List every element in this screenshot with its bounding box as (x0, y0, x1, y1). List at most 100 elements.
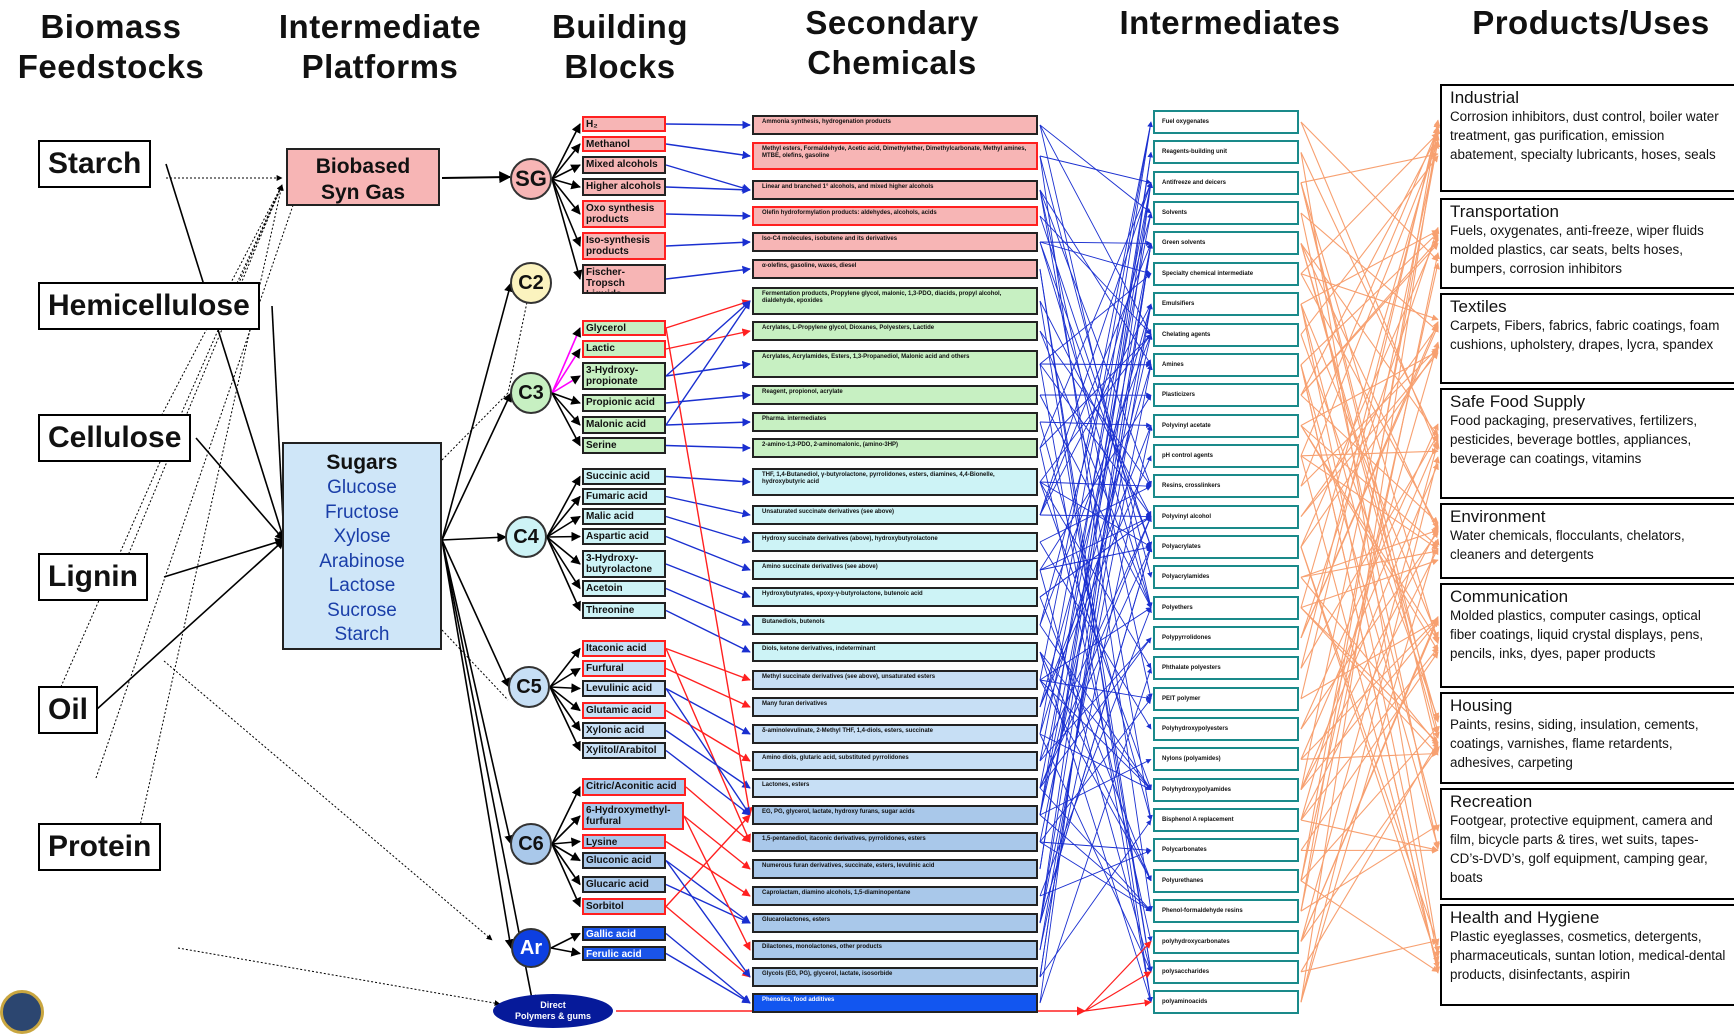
secondary-chemical-2: Methyl esters, Formaldehyde, Acetic acid… (752, 142, 1038, 170)
node-c5: C5 (508, 666, 550, 708)
product-title: Industrial (1450, 89, 1726, 107)
building-block-iso-synthesis-products: Iso-synthesis products (582, 232, 666, 260)
secondary-chemical-22: δ-aminolevulinate, 2-Methyl THF, 1,4-dio… (752, 724, 1038, 744)
secondary-chemical-27: Numerous furan derivatives, succinate, e… (752, 859, 1038, 879)
building-block-higher-alcohols: Higher alcohols (582, 178, 666, 196)
building-block-mixed-alcohols: Mixed alcohols (582, 156, 666, 174)
header-biomass-feedstocks: Biomass Feedstocks (6, 7, 216, 87)
product-title: Textiles (1450, 298, 1726, 316)
building-block-glutamic-acid: Glutamic acid (582, 702, 666, 719)
product-title: Transportation (1450, 203, 1726, 221)
secondary-chemical-24: Lactones, esters (752, 778, 1038, 798)
secondary-chemical-9: Acrylates, Acrylamides, Esters, 1,3-Prop… (752, 350, 1038, 378)
secondary-chemical-23: Amino diols, glutaric acid, substituted … (752, 751, 1038, 771)
secondary-chemical-4: Olefin hydroformylation products: aldehy… (752, 206, 1038, 226)
intermediate-plasticizers: Plasticizers (1153, 383, 1299, 407)
building-block-fischer-tropsch-liquids: Fischer-Tropsch Liquids (582, 264, 666, 294)
secondary-chemical-14: Unsaturated succinate derivatives (see a… (752, 505, 1038, 525)
node-direct-polymers: Direct Polymers & gums (493, 994, 613, 1028)
product-description: Carpets, Fibers, fabrics, fabric coating… (1450, 316, 1726, 354)
secondary-chemical-3: Linear and branched 1° alcohols, and mix… (752, 180, 1038, 200)
building-block-3-hydroxy-propionate: 3-Hydroxy-propionate (582, 362, 666, 390)
building-block-fumaric-acid: Fumaric acid (582, 488, 666, 505)
agency-seal-icon (0, 990, 44, 1034)
product-title: Communication (1450, 588, 1726, 606)
header-intermediates: Intermediates (1095, 3, 1365, 43)
intermediate-emulsifiers: Emulsifiers (1153, 292, 1299, 316)
building-block-gallic-acid: Gallic acid (582, 926, 666, 941)
secondary-chemical-28: Caprolactam, diamino alcohols, 1,5-diami… (752, 886, 1038, 906)
building-block-aspartic-acid: Aspartic acid (582, 528, 666, 545)
intermediate-bisphenol-a-replacement: Bisphenol A replacement (1153, 808, 1299, 832)
intermediate-antifreeze-and-deicers: Antifreeze and deicers (1153, 171, 1299, 195)
intermediate-green-solvents: Green solvents (1153, 231, 1299, 255)
intermediate-polyaminoacids: polyaminoacids (1153, 990, 1299, 1014)
sugars-title: Sugars (284, 450, 440, 476)
product-description: Plastic eyeglasses, cosmetics, detergent… (1450, 927, 1726, 984)
feedstock-hemicellulose: Hemicellulose (38, 282, 260, 330)
sugar-fructose: Fructose (284, 501, 440, 526)
secondary-chemical-26: 1,5-pentanediol, itaconic derivatives, p… (752, 832, 1038, 852)
sugar-arabinose: Arabinose (284, 550, 440, 575)
secondary-chemical-19: Diols, ketone derivatives, indeterminant (752, 642, 1038, 662)
sugar-lactose: Lactose (284, 574, 440, 599)
intermediate-polyethers: Polyethers (1153, 596, 1299, 620)
product-title: Safe Food Supply (1450, 393, 1726, 411)
intermediate-phenol-formaldehyde-resins: Phenol-formaldehyde resins (1153, 899, 1299, 923)
intermediate-polyhydroxypolyamides: Polyhydroxypolyamides (1153, 778, 1299, 802)
secondary-chemical-15: Hydroxy succinate derivatives (above), h… (752, 532, 1038, 552)
intermediate-polypyrrolidones: Polypyrrolidones (1153, 626, 1299, 650)
product-description: Corrosion inhibitors, dust control, boil… (1450, 107, 1726, 164)
secondary-chemical-11: Pharma. intermediates (752, 412, 1038, 432)
secondary-chemical-21: Many furan derivatives (752, 697, 1038, 717)
secondary-chemical-16: Amino succinate derivatives (see above) (752, 560, 1038, 580)
intermediate-polyhydroxycarbonates: polyhydroxycarbonates (1153, 930, 1299, 954)
secondary-chemical-8: Acrylates, L-Propylene glycol, Dioxanes,… (752, 321, 1038, 341)
product-description: Fuels, oxygenates, anti-freeze, wiper fl… (1450, 221, 1726, 278)
secondary-chemical-31: Glycols (EG, PG), glycerol, lactate, iso… (752, 967, 1038, 987)
product-description: Paints, resins, siding, insulation, ceme… (1450, 715, 1726, 772)
secondary-chemical-25: EG, PG, glycerol, lactate, hydroxy furan… (752, 805, 1038, 825)
node-c3: C3 (510, 372, 552, 414)
node-c2: C2 (510, 262, 552, 304)
header-building-blocks: Building Blocks (536, 7, 704, 87)
feedstock-cellulose: Cellulose (38, 414, 191, 462)
intermediate-reagents-building-unit: Reagents-building unit (1153, 140, 1299, 164)
building-block-h: H₂ (582, 116, 666, 132)
building-block-6-hydroxymethyl-furfural: 6-Hydroxymethyl-furfural (582, 802, 684, 830)
building-block-furfural: Furfural (582, 660, 666, 677)
building-block-citric-aconitic-acid: Citric/Aconitic acid (582, 778, 686, 796)
building-block-acetoin: Acetoin (582, 580, 666, 597)
building-block-oxo-synthesis-products: Oxo synthesis products (582, 200, 666, 228)
syngas-platform: Biobased Syn Gas (286, 148, 440, 206)
intermediate-chelating-agents: Chelating agents (1153, 323, 1299, 347)
building-block-gluconic-acid: Gluconic acid (582, 852, 666, 869)
building-block-xylitol-arabitol: Xylitol/Arabitol (582, 742, 666, 759)
building-block-serine: Serine (582, 437, 666, 454)
secondary-chemical-5: Iso-C4 molecules, isobutene and its deri… (752, 232, 1038, 252)
product-description: Footgear, protective equipment, camera a… (1450, 811, 1726, 887)
product-title: Environment (1450, 508, 1726, 526)
sugar-xylose: Xylose (284, 525, 440, 550)
building-block-malonic-acid: Malonic acid (582, 416, 666, 434)
building-block-glucaric-acid: Glucaric acid (582, 876, 666, 893)
secondary-chemical-29: Glucarolactones, esters (752, 913, 1038, 933)
building-block-lactic: Lactic (582, 340, 666, 358)
building-block-lysine: Lysine (582, 834, 666, 849)
secondary-chemical-6: α-olefins, gasoline, waxes, diesel (752, 259, 1038, 279)
secondary-chemical-13: THF, 1,4-Butanediol, γ-butyrolactone, py… (752, 468, 1038, 496)
building-block-xylonic-acid: Xylonic acid (582, 722, 666, 739)
feedstock-starch: Starch (38, 140, 151, 188)
building-block-succinic-acid: Succinic acid (582, 468, 666, 485)
intermediate-peit-polymer: PEIT polymer (1153, 687, 1299, 711)
sugar-starch: Starch (284, 623, 440, 648)
feedstock-lignin: Lignin (38, 553, 148, 601)
secondary-chemical-10: Reagent, propionol, acrylate (752, 385, 1038, 405)
